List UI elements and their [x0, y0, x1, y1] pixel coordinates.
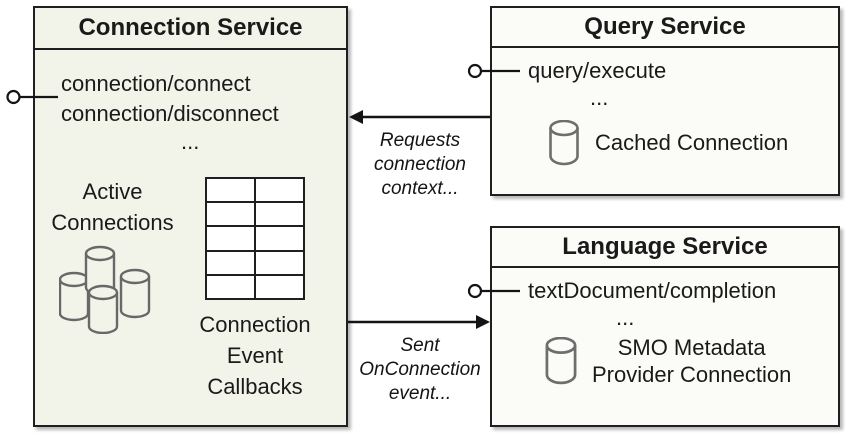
edge-label-line: Requests	[379, 130, 461, 151]
more-methods-indicator: ...	[616, 305, 635, 330]
connection-service-header: Connection Service	[35, 8, 346, 50]
connection-event-callbacks-label: Connection Event Callbacks	[160, 309, 350, 402]
method-connection-disconnect: connection/disconnect	[61, 101, 279, 126]
more-methods-indicator: ...	[181, 129, 200, 154]
callback-grid-cell	[207, 275, 254, 298]
callback-grid-cell	[207, 203, 254, 226]
cached-connection-row: Cached Connection	[548, 120, 788, 166]
edge-label-line: event...	[388, 383, 452, 404]
callbacks-label-line: Event	[226, 343, 284, 368]
callbacks-label-line: Callbacks	[207, 374, 303, 399]
requests-connection-context-label: Requests connection context...	[352, 129, 488, 201]
query-service-box: Query Service query/execute ... Cached C…	[490, 6, 840, 196]
database-cylinder-icon	[545, 337, 577, 385]
arrow-requests-connection-context	[349, 110, 490, 124]
cached-connection-label: Cached Connection	[595, 130, 789, 155]
edge-label-line: context...	[381, 178, 459, 199]
edge-label-line: OnConnection	[359, 359, 481, 380]
callback-grid-cell	[256, 203, 303, 226]
callback-grid-cell	[256, 275, 303, 298]
method-query-execute: query/execute	[528, 58, 667, 83]
database-cylinder-icon	[549, 120, 579, 166]
smo-connection-label-line: Provider Connection	[592, 362, 792, 387]
smo-connection-label-line: SMO Metadata	[617, 335, 766, 360]
callbacks-label-line: Connection	[199, 312, 311, 337]
callback-grid-cell	[207, 179, 254, 202]
language-service-title: Language Service	[562, 233, 768, 260]
sent-onconnection-event-label: Sent OnConnection event...	[350, 334, 490, 406]
connection-service-methods: connection/connect connection/disconnect…	[61, 69, 279, 155]
query-service-header: Query Service	[492, 8, 838, 48]
smo-connection-row: SMO Metadata Provider Connection	[544, 334, 791, 388]
language-service-methods: textDocument/completion ...	[528, 277, 776, 331]
connection-service-title: Connection Service	[78, 14, 303, 41]
query-service-methods: query/execute ...	[528, 57, 666, 111]
callback-grid-cell	[256, 179, 303, 202]
more-methods-indicator: ...	[590, 85, 609, 110]
edge-label-line: Sent	[400, 335, 440, 356]
connection-service-box: Connection Service connection/connect co…	[33, 6, 348, 427]
active-connections-label-line: Connections	[51, 210, 174, 235]
smo-connection-label: SMO Metadata Provider Connection	[592, 334, 791, 388]
language-service-box: Language Service textDocument/completion…	[490, 226, 840, 427]
method-textdocument-completion: textDocument/completion	[528, 278, 777, 303]
active-connections-label-line: Active	[82, 179, 143, 204]
callback-grid-cell	[256, 227, 303, 250]
edge-label-line: connection	[374, 154, 466, 175]
method-connection-connect: connection/connect	[61, 71, 251, 96]
database-cylinders-icon	[59, 245, 151, 334]
callback-grid-cell	[207, 251, 254, 274]
callback-grid-cell	[207, 227, 254, 250]
callback-grid-icon	[205, 177, 305, 300]
active-connections-label: Active Connections	[40, 176, 185, 238]
query-service-title: Query Service	[584, 13, 746, 40]
language-service-header: Language Service	[492, 228, 838, 268]
arrow-sent-onconnection-event	[348, 315, 490, 329]
callback-grid-cell	[256, 251, 303, 274]
